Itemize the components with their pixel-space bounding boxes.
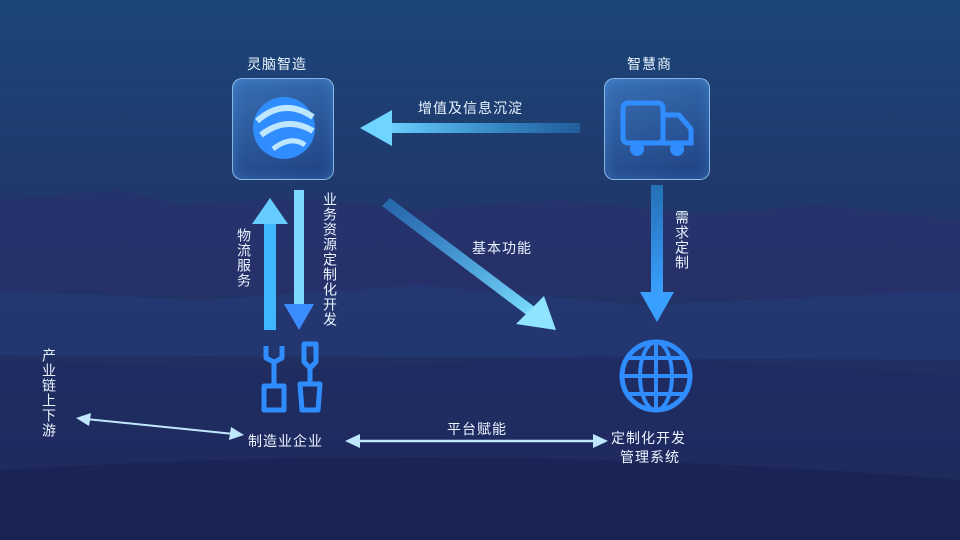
globe-icon xyxy=(619,339,693,413)
brand-logo-icon xyxy=(253,97,315,159)
node-label-bottom-right-2: 管理系统 xyxy=(620,450,680,466)
edge-label-diagonal: 基本功能 xyxy=(472,241,532,257)
node-label-bottom-left: 制造业企业 xyxy=(248,434,323,450)
edge-label-left-up: 物流服务 xyxy=(235,228,251,288)
edge-label-left-down: 业务资源定制化开发 xyxy=(321,192,337,327)
node-box-top-right xyxy=(604,78,710,180)
node-box-top-left xyxy=(232,78,334,180)
arrow-left-up xyxy=(252,198,288,330)
edge-label-bottom: 平台赋能 xyxy=(447,422,507,438)
arrow-right-vertical xyxy=(640,185,674,322)
arrow-left-edge xyxy=(76,413,244,440)
arrow-top xyxy=(360,110,580,146)
arrow-bottom xyxy=(345,434,608,448)
node-label-left-edge: 产业链上下游 xyxy=(40,348,56,438)
truck-icon xyxy=(620,100,694,156)
arrow-left-down xyxy=(284,190,314,330)
node-label-bottom-right-1: 定制化开发 xyxy=(611,431,686,447)
node-label-top-left: 灵脑智造 xyxy=(247,57,307,73)
arrow-diagonal xyxy=(382,198,556,330)
edge-label-right-vertical: 需求定制 xyxy=(673,210,689,270)
tools-icon xyxy=(261,341,323,413)
node-label-top-right: 智慧商 xyxy=(627,57,672,73)
edge-label-top: 增值及信息沉淀 xyxy=(418,101,523,117)
